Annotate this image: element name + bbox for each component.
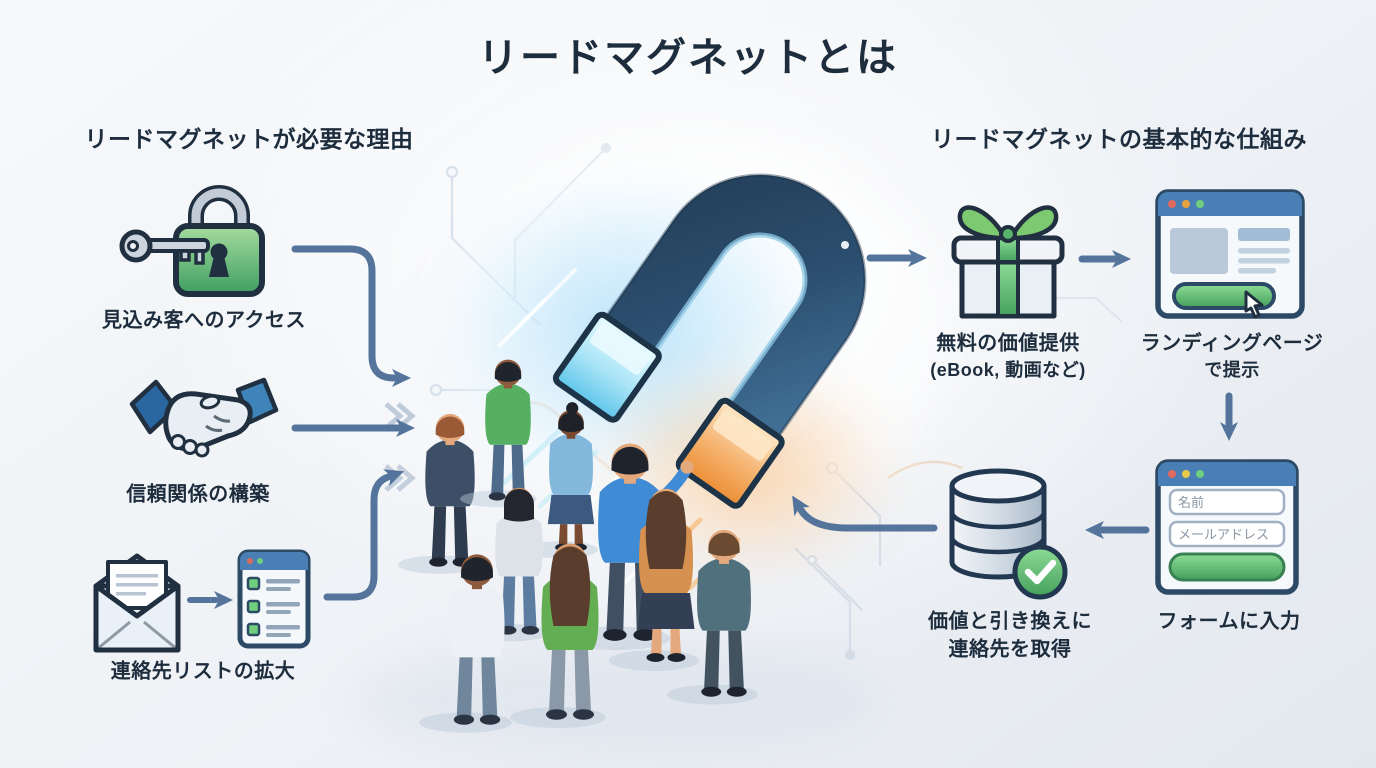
person [460, 359, 537, 508]
form-window-icon: 名前 メールアドレス [1155, 459, 1299, 595]
person [469, 487, 549, 642]
contact-list-window-icon [237, 549, 311, 649]
name-field [1168, 488, 1286, 516]
left-section-heading: リードマグネットが必要な理由 [84, 126, 414, 152]
envelope-icon [93, 553, 181, 653]
handshake-icon [129, 377, 279, 458]
arrow-lock-to-crowd [291, 245, 411, 387]
form-email-placeholder: メールアドレス [1178, 527, 1269, 542]
arrow-list-to-crowd [323, 469, 405, 601]
label-free-value: 無料の価値提供 [936, 332, 1080, 355]
landing-page-icon [1155, 189, 1305, 319]
flow-arrows [187, 245, 1238, 609]
label-prospect-access: 見込み客へのアクセス [102, 309, 306, 332]
email-field [1168, 520, 1286, 548]
horseshoe-magnet [498, 173, 867, 591]
label-form-input: フォームに入力 [1157, 610, 1301, 633]
label-get-contacts: 連絡先を取得 [948, 638, 1072, 661]
lock-key-icon [119, 185, 265, 297]
magnet-cyan-pole [552, 311, 662, 423]
cursor-icon [1244, 290, 1264, 319]
person [419, 554, 512, 733]
right-section-heading: リードマグネットの基本的な仕組み [931, 126, 1307, 152]
arrow-database-to-crowd [792, 495, 938, 532]
label-trust-building: 信頼関係の構築 [126, 483, 270, 506]
check-badge-icon [1012, 544, 1068, 600]
label-landing-page: ランディングページ [1140, 332, 1324, 355]
label-exchange-value: 価値と引き換えに [928, 610, 1092, 633]
form-name-placeholder: 名前 [1178, 495, 1204, 510]
label-landing-page-2: で提示 [1204, 360, 1260, 380]
database-check-icon [949, 468, 1068, 600]
person [667, 529, 759, 705]
person [609, 488, 699, 671]
key-icon [119, 229, 210, 265]
page-title: リードマグネットとは [478, 36, 898, 80]
gift-icon [951, 205, 1065, 319]
label-free-value-examples: (eBook, 動画など) [930, 360, 1086, 380]
submit-button [1168, 552, 1286, 582]
label-contact-list-growth: 連絡先リストの拡大 [110, 660, 296, 683]
person [510, 543, 606, 728]
crowd-of-people [360, 359, 880, 755]
magnet-orange-pole [675, 397, 785, 509]
